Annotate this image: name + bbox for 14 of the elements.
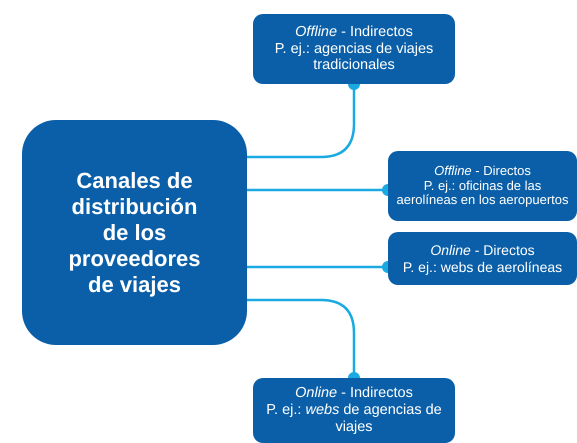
- box-text: P. ej.: agencias de viajes tradicionales: [274, 40, 434, 74]
- box-text: P. ej.: webs de aerolíneas: [402, 258, 562, 275]
- channel-box: [253, 14, 455, 84]
- channel-box: [253, 378, 455, 443]
- central-box: [22, 120, 247, 345]
- box-heading: Online - Directos: [430, 242, 535, 258]
- channel-box: [388, 232, 577, 285]
- box-title: Canales de distribución de los proveedores de viajes: [67, 168, 202, 298]
- channel-box: [388, 151, 577, 221]
- box-text: P. ej.: webs de agencias de viajes: [265, 402, 443, 436]
- box-heading: Online - Indirectos: [295, 385, 413, 402]
- box-heading: Offline - Directos: [434, 164, 531, 179]
- box-text: P. ej.: oficinas de las aerolíneas en los aeropuertos: [395, 178, 570, 208]
- box-heading: Offline - Indirectos: [295, 24, 413, 41]
